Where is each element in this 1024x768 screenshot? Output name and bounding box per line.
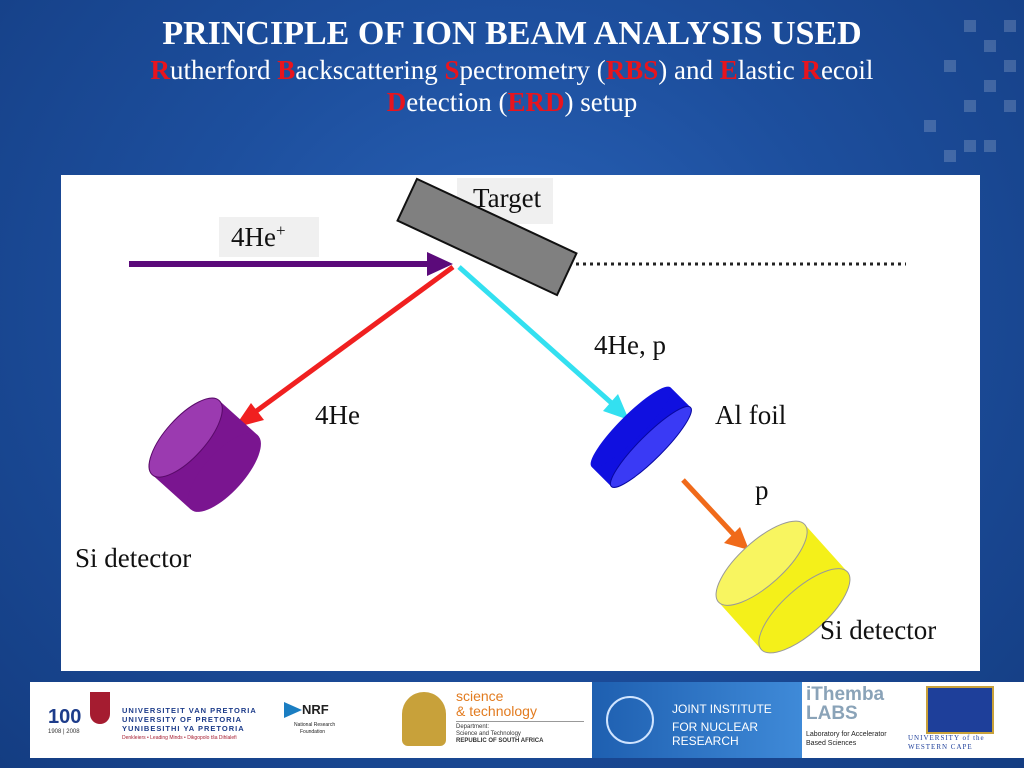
title-initial: R	[150, 55, 171, 85]
dst-divider	[456, 721, 584, 722]
beam-label-box	[219, 217, 319, 257]
nrf-full-line1: National Research	[294, 722, 336, 728]
title-text: etection (	[406, 87, 508, 117]
ithemba-sub-line1: Laboratory for Accelerator	[806, 731, 887, 738]
up-name-line2: UNIVERSITY OF PRETORIA	[122, 715, 243, 724]
title-text: lastic	[737, 55, 802, 85]
jinr-atom-icon	[606, 696, 654, 744]
slide-title: PRINCIPLE OF ION BEAM ANALYSIS USED Ruth…	[0, 14, 1024, 118]
sa-coat-of-arms-icon	[402, 692, 446, 746]
up-crest-icon	[90, 692, 110, 724]
jinr-name-line1: JOINT INSTITUTE	[672, 702, 772, 716]
beam-label: 4He+	[231, 221, 286, 253]
dst-logo: science & technology Department: Science…	[396, 682, 592, 758]
up-name-line1: UNIVERSITEIT VAN PRETORIA	[122, 706, 257, 715]
recoil-arrowhead	[603, 394, 629, 420]
logo-bar: 100 1908 | 2008 UNIVERSITEIT VAN PRETORI…	[30, 682, 1024, 758]
dst-name-line1: science	[456, 688, 504, 704]
ithemba-logo: iThemba LABS Laboratory for Accelerator …	[804, 682, 904, 758]
left-detector-label: Si detector	[75, 543, 192, 573]
uwc-name-line1: UNIVERSITY of the	[908, 734, 985, 742]
up-logo: 100 1908 | 2008 UNIVERSITEIT VAN PRETORI…	[30, 682, 270, 758]
title-heading: PRINCIPLE OF ION BEAM ANALYSIS USED	[162, 15, 862, 52]
title-initial: D	[386, 87, 407, 117]
nrf-logo: NRF National Research Foundation	[274, 682, 346, 758]
title-text: ) setup	[564, 87, 638, 117]
title-text: ) and	[658, 55, 720, 85]
title-text: ackscattering	[295, 55, 445, 85]
diagram-svg	[129, 177, 906, 654]
ithemba-name-line1: iThemba	[806, 684, 885, 705]
proton-arrow-line	[681, 478, 738, 539]
backscatter-arrow-line	[249, 264, 455, 418]
title-subheading-line1: Rutherford Backscattering Spectrometry (…	[0, 54, 1024, 86]
title-text: pectrometry (	[459, 55, 606, 85]
up-anniversary: 100	[48, 706, 82, 728]
right-detector-label: Si detector	[820, 615, 937, 645]
decorative-square-pattern	[824, 0, 1024, 180]
backscatter-label: 4He	[315, 400, 360, 430]
right-si-detector-shape	[715, 520, 851, 654]
target-block	[396, 177, 578, 297]
proton-arrowhead	[724, 527, 749, 550]
diagram-panel: Target 4He+ 4He 4He, p Al foil p Si dete…	[61, 175, 980, 671]
recoil-label: 4He, p	[594, 330, 666, 360]
dst-dept-line2: Science and Technology	[456, 731, 521, 737]
title-acronym: RBS	[605, 55, 659, 85]
uwc-logo: UNIVERSITY of the WESTERN CAPE	[904, 682, 1014, 758]
nrf-name: NRF	[302, 702, 329, 717]
title-initial: E	[719, 55, 738, 85]
title-initial: S	[444, 55, 460, 85]
al-foil-shape	[590, 386, 692, 488]
incident-beam-arrowhead	[427, 252, 453, 276]
title-acronym: ERD	[507, 87, 565, 117]
dst-dept-line3: REPUBLIC OF SOUTH AFRICA	[456, 738, 544, 744]
beam-label-charge: +	[275, 221, 286, 240]
title-initial: B	[277, 55, 296, 85]
nrf-arrow-icon	[284, 702, 302, 718]
dst-name-line2: & technology	[456, 703, 537, 719]
left-si-detector-shape	[148, 397, 261, 512]
al-foil-label: Al foil	[715, 400, 787, 430]
proton-label: p	[755, 475, 769, 505]
dst-dept-line1: Department:	[456, 724, 490, 730]
ithemba-name-line2: LABS	[806, 703, 858, 724]
jinr-logo: JOINT INSTITUTE FOR NUCLEAR RESEARCH	[592, 682, 802, 758]
recoil-arrow-line	[457, 265, 618, 409]
title-initial: R	[801, 55, 821, 85]
up-name-line3: YUNIBESITHI YA PRETORIA	[122, 724, 245, 733]
up-years: 1908 | 2008	[48, 729, 80, 735]
up-tagline: Denkleiers • Leading Minds • Dikgopolo t…	[122, 735, 237, 741]
ithemba-sub-line2: Based Sciences	[806, 740, 857, 747]
title-text: ecoil	[820, 55, 874, 85]
nrf-full-line2: Foundation	[300, 729, 326, 735]
target-label: Target	[473, 183, 542, 213]
title-text: utherford	[170, 55, 278, 85]
beam-label-text: 4He	[231, 222, 276, 252]
uwc-name-line2: WESTERN CAPE	[908, 743, 973, 751]
jinr-name-line2: FOR NUCLEAR RESEARCH	[672, 720, 759, 748]
title-subheading-line2: Detection (ERD) setup	[0, 86, 1024, 118]
uwc-crest-icon	[926, 686, 994, 734]
